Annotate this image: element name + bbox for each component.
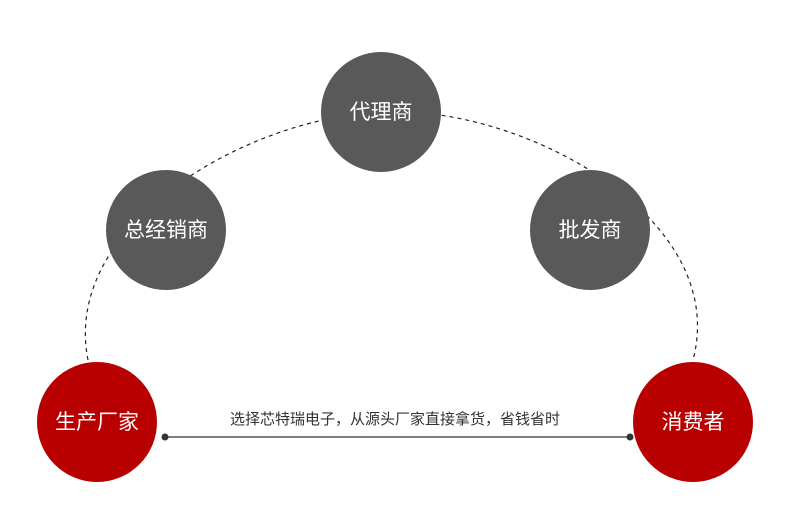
node-consumer-label: 消费者 bbox=[662, 410, 725, 434]
node-consumer-circle bbox=[633, 362, 753, 482]
node-consumer: 消费者 bbox=[633, 362, 753, 482]
node-agent-label: 代理商 bbox=[350, 100, 413, 124]
node-wholesaler: 批发商 bbox=[530, 170, 650, 290]
node-agent-circle bbox=[321, 52, 441, 172]
node-general-distributor-label: 总经销商 bbox=[124, 218, 208, 242]
direct-path-end-dot bbox=[626, 433, 634, 441]
node-agent: 代理商 bbox=[321, 52, 441, 172]
node-manufacturer-label: 生产厂家 bbox=[55, 410, 139, 434]
direct-path-start-dot bbox=[161, 433, 169, 441]
node-general-distributor: 总经销商 bbox=[106, 170, 226, 290]
node-manufacturer-circle bbox=[37, 362, 157, 482]
node-wholesaler-label: 批发商 bbox=[559, 218, 622, 242]
direct-path-caption: 选择芯特瑞电子，从源头厂家直接拿货，省钱省时 bbox=[230, 410, 560, 428]
node-wholesaler-circle bbox=[530, 170, 650, 290]
node-manufacturer: 生产厂家 bbox=[37, 362, 157, 482]
node-general-distributor-circle bbox=[106, 170, 226, 290]
